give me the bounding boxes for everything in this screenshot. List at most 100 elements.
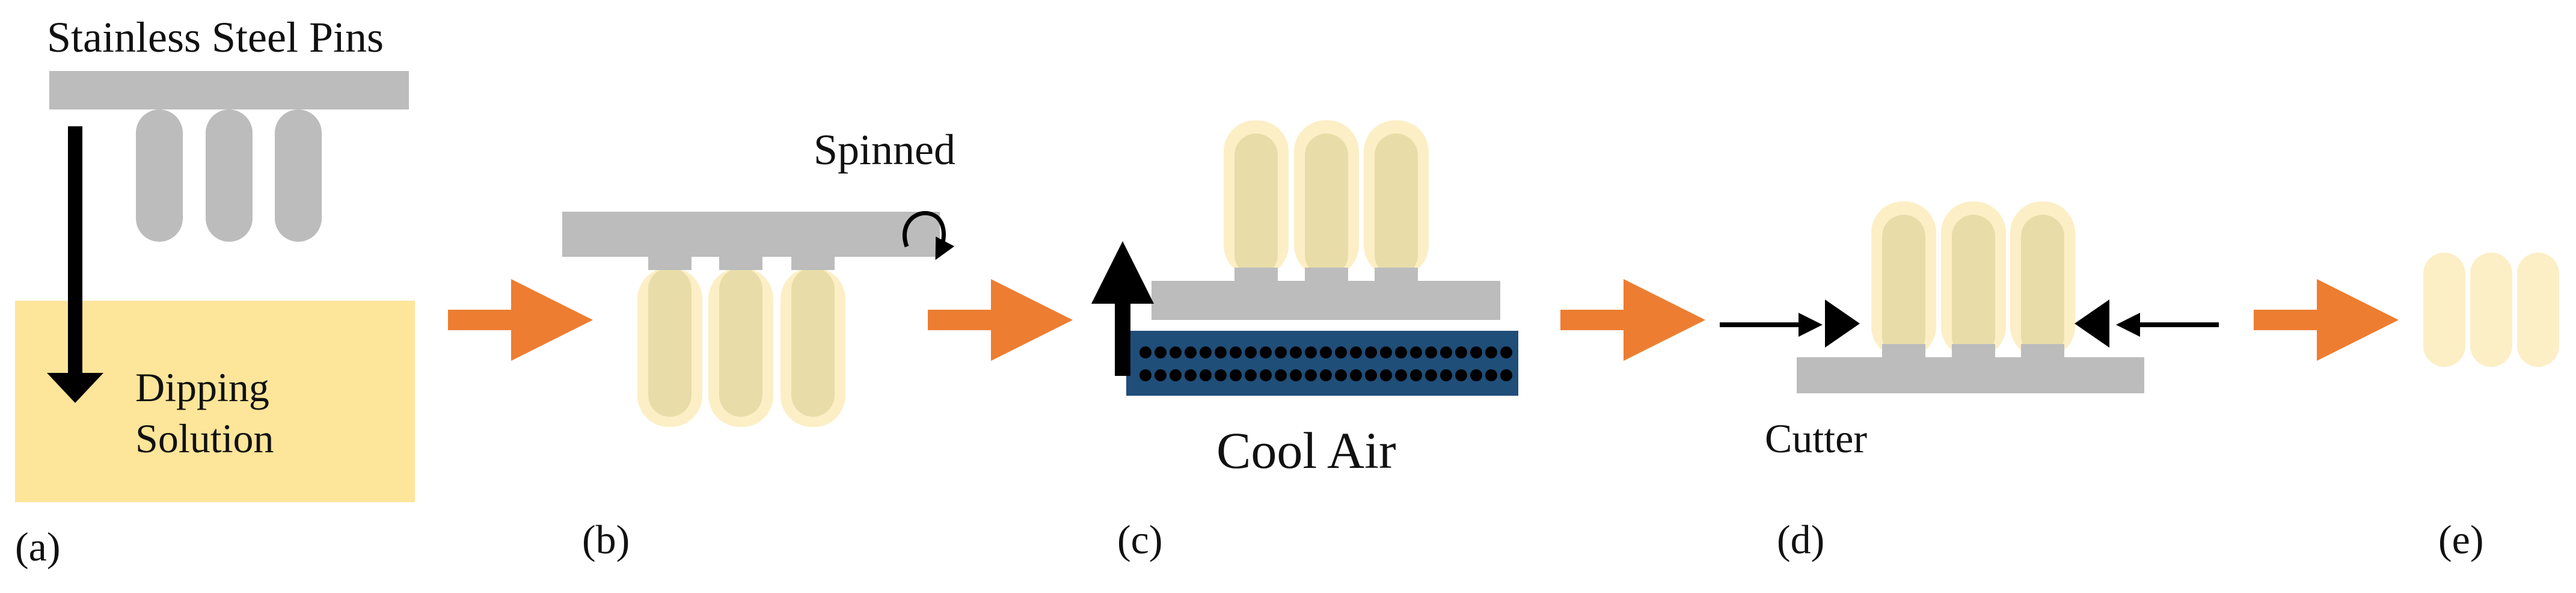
cooling-hole: [1410, 346, 1422, 358]
steel-pin: [275, 109, 322, 242]
dipping-label-line2: Solution: [135, 416, 274, 461]
cooling-hole: [1455, 346, 1467, 358]
panel-label-b: (b): [582, 517, 630, 562]
pin-stub: [791, 257, 835, 270]
coating-inner: [1234, 134, 1278, 277]
dip-arrow-shaft: [68, 126, 82, 378]
cool-air-label: Cool Air: [1216, 422, 1396, 479]
pin-stub: [719, 257, 762, 270]
pin-holder-bar: [49, 71, 409, 109]
cooling-hole: [1485, 346, 1497, 358]
cooling-hole: [1275, 346, 1287, 358]
panel-e: [2423, 253, 2559, 367]
panel-label-c: (c): [1117, 517, 1162, 562]
cooling-hole: [1215, 346, 1227, 358]
dip-arrow-head: [47, 373, 103, 403]
pin-stub: [648, 257, 692, 270]
cooling-hole: [1320, 346, 1332, 358]
pin-stub: [1952, 344, 1995, 357]
cooling-hole: [1260, 369, 1272, 381]
cooling-hole: [1139, 369, 1152, 381]
coating-inner: [1305, 134, 1348, 277]
pin-holder-bar: [1152, 281, 1500, 320]
coating-inner: [1882, 215, 1925, 358]
spin-arrow-icon: [902, 210, 955, 260]
coated-tube: [2423, 253, 2465, 367]
cooling-hole: [1500, 346, 1512, 358]
cooling-hole: [1200, 369, 1212, 381]
cooling-hole: [1260, 346, 1272, 358]
cooling-hole: [1380, 369, 1392, 381]
coated-tube: [2470, 253, 2512, 367]
cooling-plate: [1126, 331, 1518, 396]
cooling-hole: [1395, 369, 1407, 381]
dipping-label-line1: Dipping: [135, 364, 269, 410]
cutter-blade-right: [2075, 300, 2109, 348]
pins-label: Stainless Steel Pins: [47, 13, 384, 61]
cooling-hole: [1305, 369, 1317, 381]
cutter-blade-left: [1825, 300, 1860, 348]
steel-pin: [206, 109, 253, 242]
cooling-hole: [1170, 369, 1182, 381]
cooling-hole: [1410, 369, 1422, 381]
coating-inner: [719, 268, 762, 417]
panel-label-e: (e): [2438, 517, 2483, 562]
pin-holder-bar: [1797, 357, 2144, 393]
cooling-hole: [1245, 346, 1257, 358]
cooling-hole: [1335, 346, 1347, 358]
cooling-hole: [1230, 369, 1242, 381]
pin-stub: [1375, 268, 1418, 281]
cooling-holes: [1139, 346, 1512, 381]
cooling-hole: [1320, 369, 1332, 381]
cooling-hole: [1365, 346, 1377, 358]
panel-a: Stainless Steel Pins Dipping Solution: [15, 13, 415, 502]
cutter-label: Cutter: [1765, 416, 1867, 461]
cooling-hole: [1350, 369, 1362, 381]
cooling-hole: [1470, 346, 1482, 358]
cooling-hole: [1470, 369, 1482, 381]
cooling-hole: [1440, 369, 1452, 381]
spinned-label: Spinned: [814, 126, 955, 174]
pin-stub: [1234, 268, 1278, 281]
cooling-hole: [1290, 369, 1302, 381]
pin-stub: [2021, 344, 2064, 357]
steel-pin: [136, 109, 183, 242]
coating-inner: [648, 268, 692, 417]
coated-tube: [2517, 253, 2559, 367]
pin-stub: [1305, 268, 1348, 281]
cooling-hole: [1440, 346, 1452, 358]
cooling-hole: [1290, 346, 1302, 358]
cooling-hole: [1500, 369, 1512, 381]
cooling-hole: [1275, 369, 1287, 381]
panel-b: Spinned: [562, 126, 955, 427]
cooling-hole: [1365, 369, 1377, 381]
coating-inner: [791, 268, 835, 417]
cooling-hole: [1350, 346, 1362, 358]
panel-label-d: (d): [1777, 517, 1824, 562]
cooling-hole: [1155, 346, 1167, 358]
panel-c: Cool Air: [1091, 120, 1518, 479]
cooling-hole: [1230, 346, 1242, 358]
cooling-hole: [1185, 369, 1197, 381]
cooling-hole: [1485, 369, 1497, 381]
cooling-hole: [1335, 369, 1347, 381]
cooling-hole: [1305, 346, 1317, 358]
panel-label-a: (a): [15, 524, 60, 570]
pin-stub: [1882, 344, 1925, 357]
cooling-hole: [1215, 369, 1227, 381]
cooling-hole: [1170, 346, 1182, 358]
panel-d: Cutter: [1720, 201, 2219, 461]
cooling-hole: [1185, 346, 1197, 358]
cooling-hole: [1425, 346, 1437, 358]
cooling-hole: [1455, 369, 1467, 381]
cooling-hole: [1139, 346, 1152, 358]
cooling-hole: [1245, 369, 1257, 381]
cooling-hole: [1380, 346, 1392, 358]
coating-inner: [1375, 134, 1418, 277]
pin-holder-bar: [562, 212, 940, 257]
cooling-hole: [1395, 346, 1407, 358]
cooling-hole: [1425, 369, 1437, 381]
coating-inner: [2021, 215, 2064, 358]
cooling-hole: [1155, 369, 1167, 381]
cooling-hole: [1200, 346, 1212, 358]
